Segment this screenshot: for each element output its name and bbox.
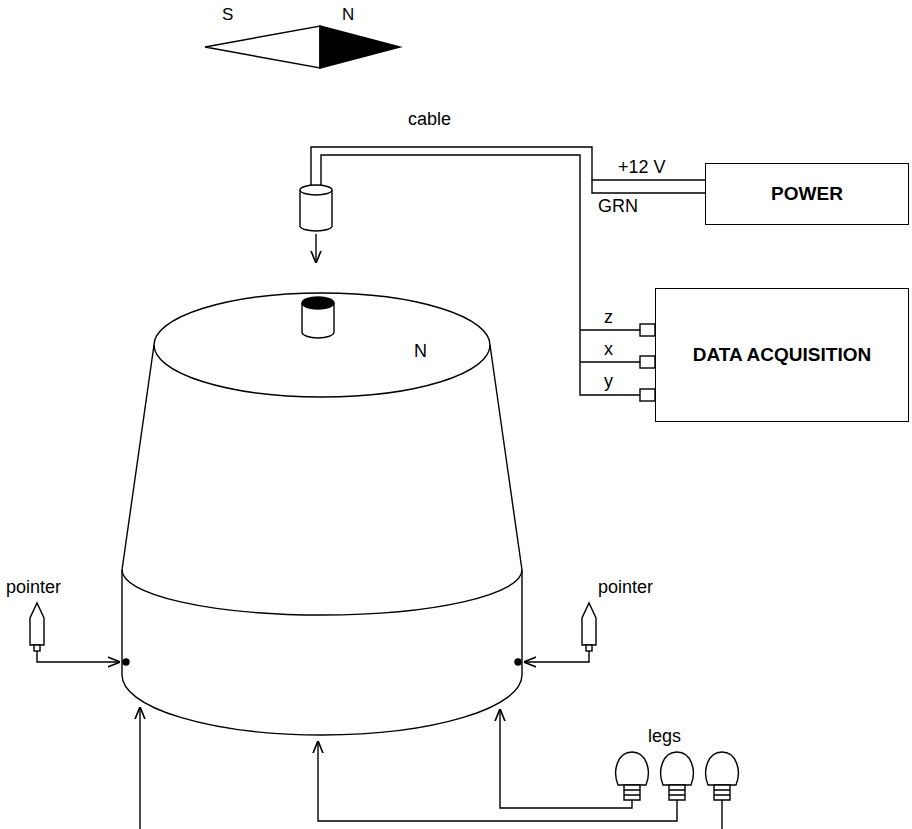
signal-name: y [604, 372, 613, 392]
pointer-leader [37, 651, 119, 662]
compass-letter: N [342, 6, 354, 25]
pointer-leader [525, 651, 589, 662]
signal-name: x [604, 340, 613, 360]
pointer-icon [582, 603, 596, 645]
cable-plug-top [300, 185, 332, 195]
part-name: pointer [6, 578, 61, 598]
pointer-hole [515, 659, 521, 665]
power-box: POWER [705, 163, 909, 225]
leg-leader [139, 708, 140, 829]
part-name: legs [648, 727, 681, 747]
signal-name: GRN [598, 197, 638, 217]
leg-icon [616, 752, 649, 800]
compass-north-half [320, 26, 400, 68]
plug-arrow [315, 234, 316, 262]
compass-letter: S [222, 6, 233, 25]
box-title: POWER [771, 182, 843, 206]
box-title: DATA ACQUISITION [693, 343, 871, 367]
cable-outer [311, 147, 705, 186]
socket-top [302, 297, 334, 309]
base-seam [122, 570, 522, 615]
signal-name: +12 V [618, 158, 666, 178]
pointer-tip [586, 645, 592, 651]
compass-south-half [205, 26, 320, 68]
pointer-tip [34, 645, 40, 651]
terminal [640, 356, 655, 368]
terminal [640, 324, 655, 336]
part-name: pointer [598, 578, 653, 598]
leg-leader [500, 710, 632, 808]
base-bottom [122, 675, 522, 735]
housing-side [490, 345, 522, 570]
terminal [640, 389, 655, 401]
north-mark: N [414, 342, 427, 362]
base-side [122, 570, 522, 675]
leg-icon [706, 752, 739, 800]
leg-icon [661, 752, 694, 800]
acquisition-box: DATA ACQUISITION [655, 288, 909, 422]
cable-plug [300, 190, 332, 231]
leg-leader [721, 800, 722, 829]
housing-side [122, 345, 154, 570]
leg-leader [318, 742, 677, 821]
ground-wire [592, 180, 705, 193]
signal-wires [580, 330, 640, 362]
cable-label: cable [408, 110, 451, 130]
housing-top [154, 293, 490, 397]
pointer-hole [123, 659, 129, 665]
pointer-icon [30, 603, 44, 645]
signal-name: z [604, 308, 613, 328]
